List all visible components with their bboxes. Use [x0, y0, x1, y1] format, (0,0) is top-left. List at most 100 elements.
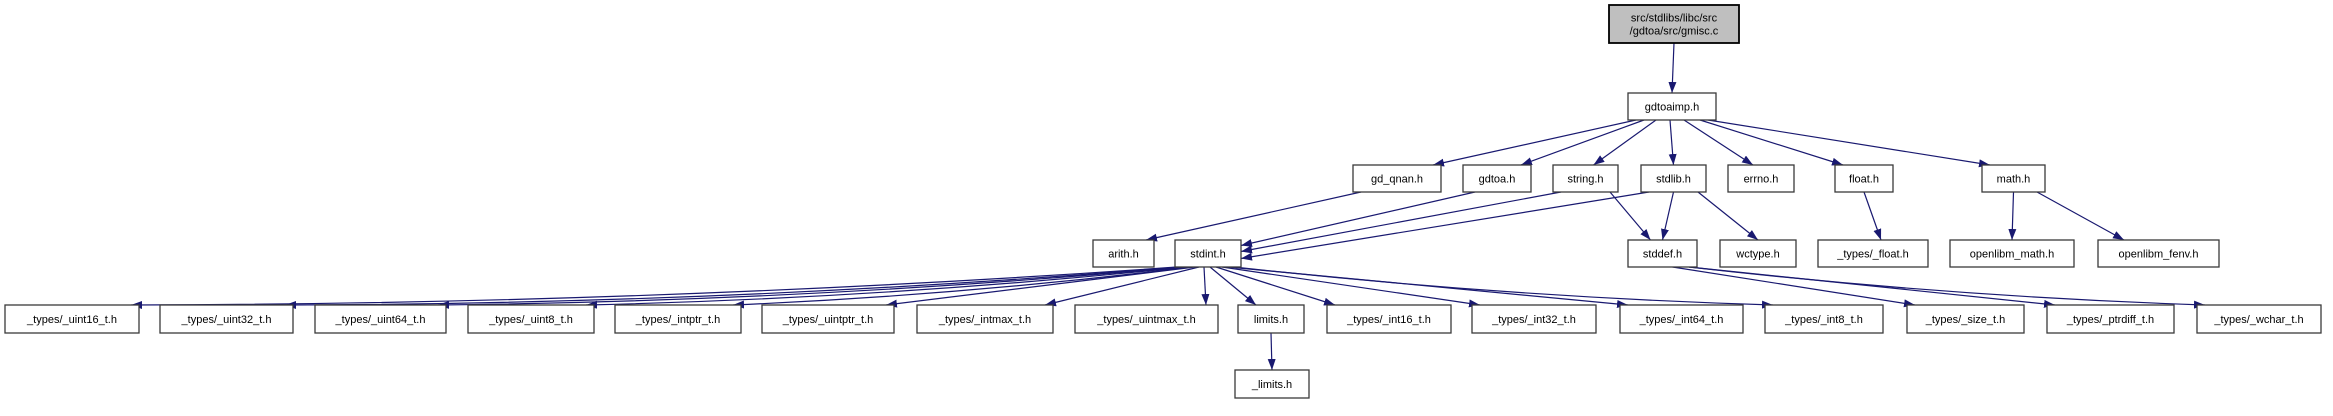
- graph-node-gd_qnan_h[interactable]: gd_qnan.h: [1352, 164, 1442, 193]
- include-edge-stdint_h-int8_t_h: [1233, 266, 1774, 309]
- graph-node-ptrdiff_t_h[interactable]: _types/_ptrdiff_t.h: [2046, 304, 2175, 334]
- node-label: math.h: [1997, 174, 2031, 186]
- header-node-box[interactable]: [1981, 164, 2046, 193]
- graph-node-stddef_h[interactable]: stddef.h: [1627, 239, 1698, 268]
- header-node-box[interactable]: [1462, 164, 1532, 193]
- node-label: _types/_uint64_t.h: [335, 314, 426, 326]
- graph-node-uint8_t_h[interactable]: _types/_uint8_t.h: [467, 304, 595, 334]
- graph-node-intptr_t_h[interactable]: _types/_intptr_t.h: [614, 304, 742, 334]
- header-node-box[interactable]: [1174, 239, 1242, 268]
- header-node-box[interactable]: [1719, 239, 1797, 268]
- header-node-box[interactable]: [1234, 369, 1310, 399]
- node-label: arith.h: [1108, 249, 1139, 261]
- include-edge-math_h-openlibm_math_h: [2008, 191, 2017, 241]
- include-edge-gdtoaimp_h-stdlib_h: [1668, 119, 1677, 166]
- node-label: stdlib.h: [1656, 174, 1691, 186]
- header-node-box[interactable]: [1906, 304, 2025, 334]
- graph-node-openlibm_fenv_h[interactable]: openlibm_fenv.h: [2097, 239, 2220, 268]
- header-node-box[interactable]: [2046, 304, 2175, 334]
- include-edge-string_h-stddef_h: [1609, 191, 1651, 241]
- node-label: stddef.h: [1643, 249, 1682, 261]
- header-node-box[interactable]: [1764, 304, 1884, 334]
- include-edge-gdtoaimp_h-math_h: [1707, 119, 1991, 168]
- node-label: _types/_int64_t.h: [1639, 314, 1724, 326]
- graph-node-limits_h[interactable]: limits.h: [1237, 304, 1305, 334]
- nodes-layer: src/stdlibs/libc/src/gdtoa/src/gmisc.c gd…: [4, 4, 2322, 399]
- graph-node-uint64_t_h[interactable]: _types/_uint64_t.h: [314, 304, 447, 334]
- graph-node-wctype_h[interactable]: wctype.h: [1719, 239, 1797, 268]
- header-node-box[interactable]: [1834, 164, 1894, 193]
- edges-layer: [130, 42, 2206, 371]
- graph-node-int16_t_h[interactable]: _types/_int16_t.h: [1326, 304, 1452, 334]
- header-node-box[interactable]: [1352, 164, 1442, 193]
- node-label: _types/_intmax_t.h: [938, 314, 1031, 326]
- header-node-box[interactable]: [2196, 304, 2322, 334]
- header-node-box[interactable]: [1471, 304, 1597, 334]
- header-node-box[interactable]: [1552, 164, 1619, 193]
- header-node-box[interactable]: [1237, 304, 1305, 334]
- header-node-box[interactable]: [614, 304, 742, 334]
- include-edge-gmisc_c-gdtoaimp_h: [1668, 42, 1677, 94]
- include-edge-stdint_h-uint64_t_h: [437, 266, 1184, 309]
- graph-node-openlibm_math_h[interactable]: openlibm_math.h: [1949, 239, 2075, 268]
- header-node-box[interactable]: [4, 304, 140, 334]
- header-node-box[interactable]: [159, 304, 294, 334]
- header-node-box[interactable]: [1092, 239, 1155, 268]
- graph-node-int8_t_h[interactable]: _types/_int8_t.h: [1764, 304, 1884, 334]
- graph-node-int32_t_h[interactable]: _types/_int32_t.h: [1471, 304, 1597, 334]
- graph-node-uintmax_t_h[interactable]: _types/_uintmax_t.h: [1074, 304, 1219, 334]
- header-node-box[interactable]: [1074, 304, 1219, 334]
- node-label: limits.h: [1254, 314, 1288, 326]
- header-node-box[interactable]: [1619, 304, 1744, 334]
- node-label: _types/_float.h: [1836, 249, 1909, 261]
- graph-node-wchar_t_h[interactable]: _types/_wchar_t.h: [2196, 304, 2322, 334]
- graph-node-gmisc_c[interactable]: src/stdlibs/libc/src/gdtoa/src/gmisc.c: [1608, 4, 1740, 44]
- graph-node-stdlib_h[interactable]: stdlib.h: [1640, 164, 1707, 193]
- graph-node-gdtoaimp_h[interactable]: gdtoaimp.h: [1627, 92, 1717, 121]
- header-node-box[interactable]: [467, 304, 595, 334]
- graph-node-stdint_h[interactable]: stdint.h: [1174, 239, 1242, 268]
- node-label: _types/_uint32_t.h: [181, 314, 272, 326]
- header-node-box[interactable]: [1817, 239, 1929, 268]
- node-label: _types/_intptr_t.h: [635, 314, 720, 326]
- node-label: openlibm_math.h: [1970, 249, 2054, 261]
- graph-node-math_h[interactable]: math.h: [1981, 164, 2046, 193]
- graph-node-errno_h[interactable]: errno.h: [1727, 164, 1795, 193]
- header-node-box[interactable]: [1727, 164, 1795, 193]
- graph-node-gdtoa_h[interactable]: gdtoa.h: [1462, 164, 1532, 193]
- header-node-box[interactable]: [2097, 239, 2220, 268]
- include-edge-gdtoaimp_h-gd_qnan_h: [1432, 119, 1637, 167]
- graph-node-float_h[interactable]: float.h: [1834, 164, 1894, 193]
- root-node-box[interactable]: [1608, 4, 1740, 44]
- include-edge-stddef_h-size_t_h: [1672, 266, 1916, 308]
- include-edge-stddef_h-wchar_t_h: [1688, 266, 2206, 309]
- graph-node-uint32_t_h[interactable]: _types/_uint32_t.h: [159, 304, 294, 334]
- header-node-box[interactable]: [761, 304, 895, 334]
- graph-node-_limits_h[interactable]: _limits.h: [1234, 369, 1310, 399]
- graph-node-uint16_t_h[interactable]: _types/_uint16_t.h: [4, 304, 140, 334]
- header-node-box[interactable]: [1326, 304, 1452, 334]
- include-edge-stdint_h-uintmax_t_h: [1201, 266, 1210, 306]
- graph-node-size_t_h[interactable]: _types/_size_t.h: [1906, 304, 2025, 334]
- node-label: _types/_size_t.h: [1925, 314, 2006, 326]
- graph-node-int64_t_h[interactable]: _types/_int64_t.h: [1619, 304, 1744, 334]
- header-node-box[interactable]: [314, 304, 447, 334]
- graph-node-string_h[interactable]: string.h: [1552, 164, 1619, 193]
- header-node-box[interactable]: [1949, 239, 2075, 268]
- include-edge-gdtoaimp_h-errno_h: [1683, 119, 1754, 166]
- graph-node-intmax_t_h[interactable]: _types/_intmax_t.h: [916, 304, 1054, 334]
- header-node-box[interactable]: [1640, 164, 1707, 193]
- header-node-box[interactable]: [916, 304, 1054, 334]
- node-label: string.h: [1567, 174, 1603, 186]
- include-edge-stdint_h-int32_t_h: [1221, 266, 1481, 308]
- header-node-box[interactable]: [1627, 239, 1698, 268]
- node-label: _types/_uint16_t.h: [26, 314, 117, 326]
- node-label: _limits.h: [1251, 379, 1292, 391]
- graph-node-arith_h[interactable]: arith.h: [1092, 239, 1155, 268]
- graph-node-uintptr_t_h[interactable]: _types/_uintptr_t.h: [761, 304, 895, 334]
- header-node-box[interactable]: [1627, 92, 1717, 121]
- node-label: _types/_wchar_t.h: [2213, 314, 2303, 326]
- node-label: _types/_int32_t.h: [1491, 314, 1576, 326]
- graph-node-types_float_h[interactable]: _types/_float.h: [1817, 239, 1929, 268]
